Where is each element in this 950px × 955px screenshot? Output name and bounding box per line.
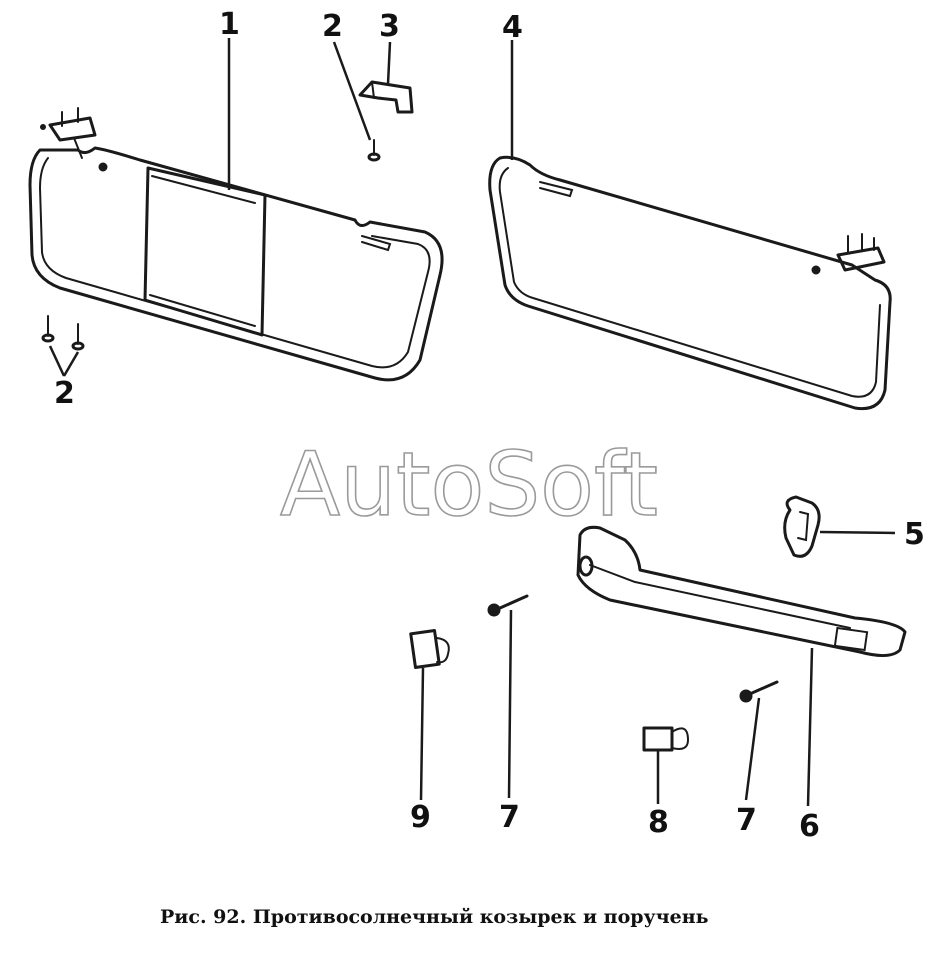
- callout-6: 6: [799, 809, 820, 844]
- handrail-hook: [783, 495, 896, 558]
- self-tapping-screw-b: [739, 680, 779, 703]
- visor-clip: [358, 80, 414, 114]
- callout-2-left: 2: [54, 376, 75, 411]
- figure-caption: Рис. 92. Противосолнечный козырек и пору…: [160, 906, 709, 928]
- watermark: AutoSoft: [280, 433, 658, 536]
- callout-5: 5: [904, 517, 925, 552]
- callout-4: 4: [502, 10, 523, 45]
- plug: [642, 726, 690, 752]
- callout-7-a: 7: [499, 800, 520, 835]
- callout-1: 1: [219, 7, 240, 42]
- handrail: [576, 525, 907, 657]
- callout-2-top: 2: [322, 9, 343, 44]
- sun-visor-left: [28, 107, 444, 382]
- sun-visor-right: [488, 155, 892, 411]
- callout-9: 9: [410, 800, 431, 835]
- screw-top: [367, 139, 381, 162]
- cap: [409, 628, 450, 670]
- leader-lines: [48, 38, 814, 807]
- self-tapping-screw-a: [487, 594, 529, 617]
- callout-7-b: 7: [736, 803, 757, 838]
- screws-left: [41, 315, 85, 351]
- callout-3: 3: [379, 9, 400, 44]
- callout-8: 8: [648, 805, 669, 840]
